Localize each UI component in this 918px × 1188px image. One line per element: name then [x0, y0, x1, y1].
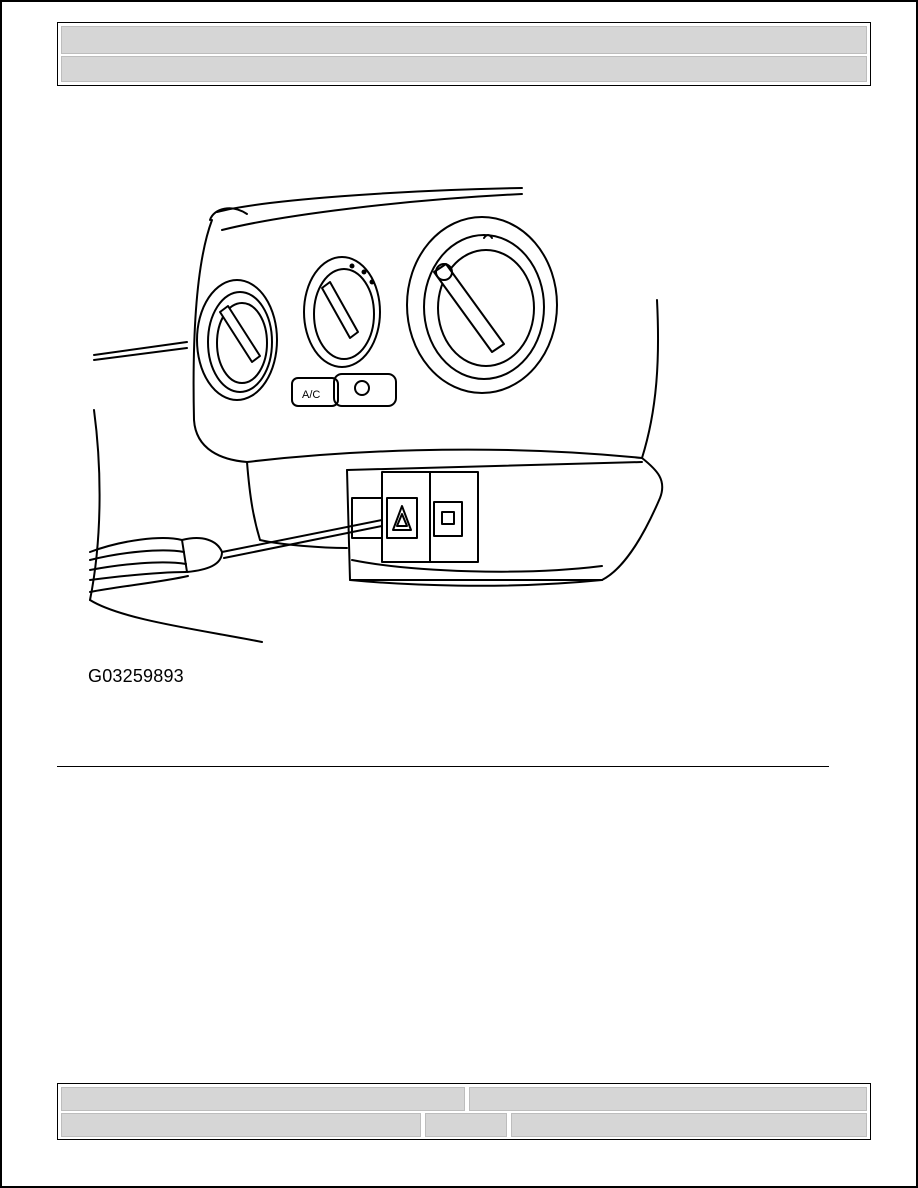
figure-caption: G03259893	[88, 666, 184, 686]
footer-cell-2	[469, 1087, 867, 1111]
dash-left-line	[93, 341, 188, 356]
footer-cell-3	[61, 1113, 421, 1137]
footer-cell-5	[511, 1113, 867, 1137]
footer-cell-1	[61, 1087, 465, 1111]
header-row-title	[61, 26, 867, 54]
rear-defrost-switch	[433, 501, 463, 537]
ac-button-label: A/C	[302, 389, 320, 401]
temperature-knob	[303, 256, 381, 368]
fan-speed-knob	[196, 279, 278, 401]
header-table	[57, 22, 871, 86]
switch-panel	[246, 457, 664, 587]
ac-recirc-button-group: A/C	[291, 373, 397, 407]
footer-table	[57, 1083, 871, 1140]
screwdriver	[89, 519, 383, 593]
dash-top-edge-inner	[221, 193, 523, 231]
header-row-subtitle	[61, 56, 867, 82]
section-divider	[57, 766, 829, 767]
hazard-switch	[386, 497, 418, 539]
air-distribution-knob	[406, 216, 558, 394]
dash-top-edge	[216, 187, 523, 213]
panel-left-outline	[192, 219, 248, 463]
instrument-panel-illustration: A/C	[82, 180, 682, 660]
footer-cell-4	[425, 1113, 507, 1137]
